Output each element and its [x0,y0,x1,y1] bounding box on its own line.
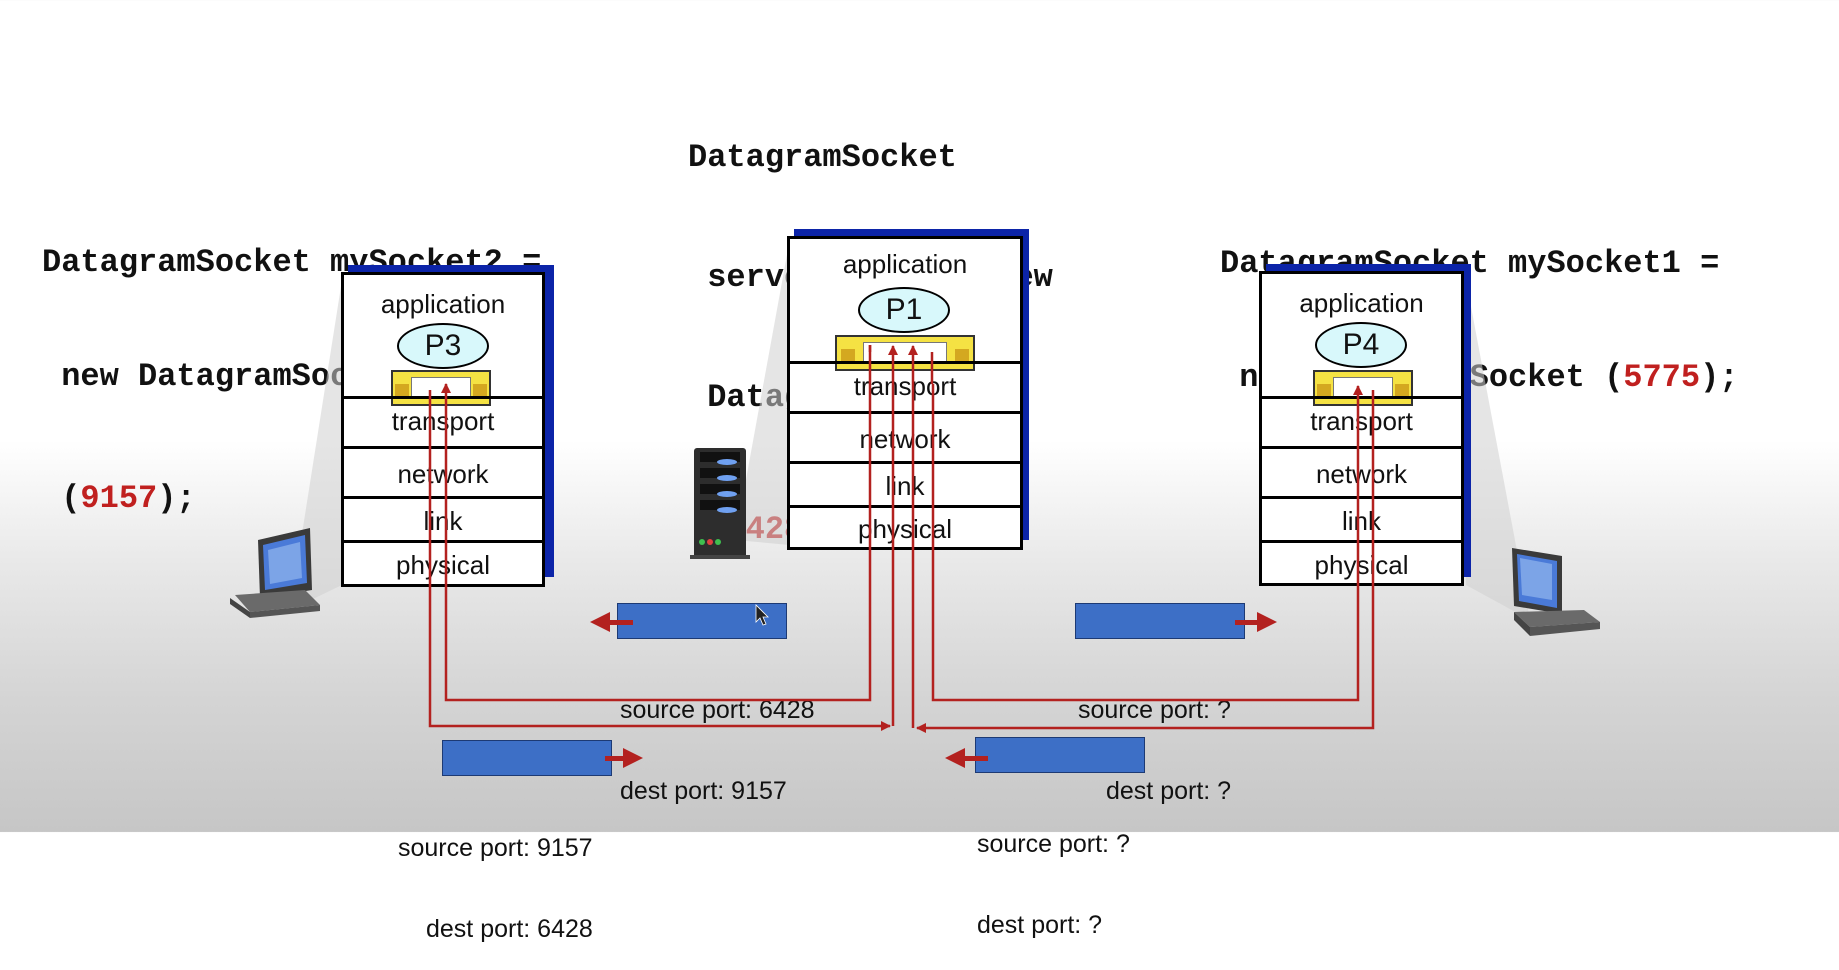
right-beam [1466,280,1530,620]
source-port-label: source port: 9157 [398,834,593,862]
right-protocol-stack: application P4 transport network link ph… [1259,271,1464,586]
arrow-right-icon [605,748,643,768]
center-beam [735,238,790,545]
arrow-left-icon [590,612,633,632]
code-center-line1: DatagramSocket [688,139,957,176]
server-icon [690,448,750,559]
port-number-right: 5775 [1623,359,1701,396]
mouse-cursor-icon [755,604,769,626]
socket-right [1313,370,1413,406]
path-left-to-server [428,390,891,731]
transport-layer: transport [344,396,542,446]
arrow-right-icon [1235,612,1277,632]
transport-layer: transport [1262,396,1461,446]
link-layer: link [1262,496,1461,540]
left-beam [290,280,342,610]
process-p4: P4 [1315,322,1407,368]
laptop-icon [230,528,320,618]
port-number-left: 9157 [80,480,158,517]
process-p1: P1 [858,287,950,333]
dest-port-label: dest port: ? [977,911,1103,939]
path-arrows [428,345,1375,768]
path-right-to-server [916,390,1375,733]
source-port-label: source port: ? [977,830,1130,858]
network-layer: network [344,446,542,496]
network-layer: network [790,411,1020,461]
application-layer-label: application [842,249,968,279]
segment-right-to-server [975,737,1145,773]
process-p3: P3 [397,323,489,369]
laptop-icon [1512,548,1600,636]
dest-port-label: dest port: 6428 [426,915,593,943]
path-server-to-left [441,345,872,702]
application-layer-label: application [1299,288,1424,318]
arrow-left-icon [945,748,988,768]
physical-layer: physical [1262,540,1461,584]
code-left-line1: DatagramSocket mySocket2 = [42,244,542,281]
segment-left-to-server [442,740,612,776]
dest-port-label: dest port: 9157 [620,777,787,805]
physical-layer: physical [790,505,1020,547]
socket-center [835,335,975,371]
physical-layer: physical [344,540,542,584]
code-left-line3: (9157); [42,480,196,517]
path-server-to-right [931,384,1363,702]
network-layer: network [1262,446,1461,496]
application-layer-label: application [380,289,506,319]
device-icons [230,238,1600,636]
dest-port-label: dest port: ? [1106,777,1232,805]
